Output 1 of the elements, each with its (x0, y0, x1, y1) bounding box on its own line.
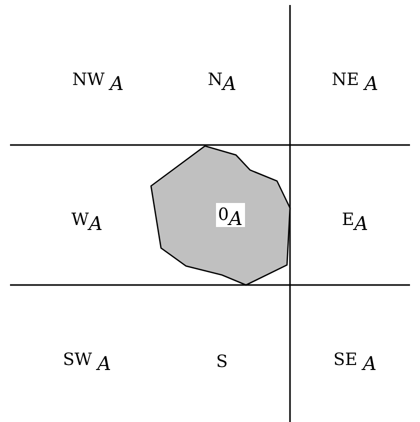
region-label: S (216, 352, 228, 372)
